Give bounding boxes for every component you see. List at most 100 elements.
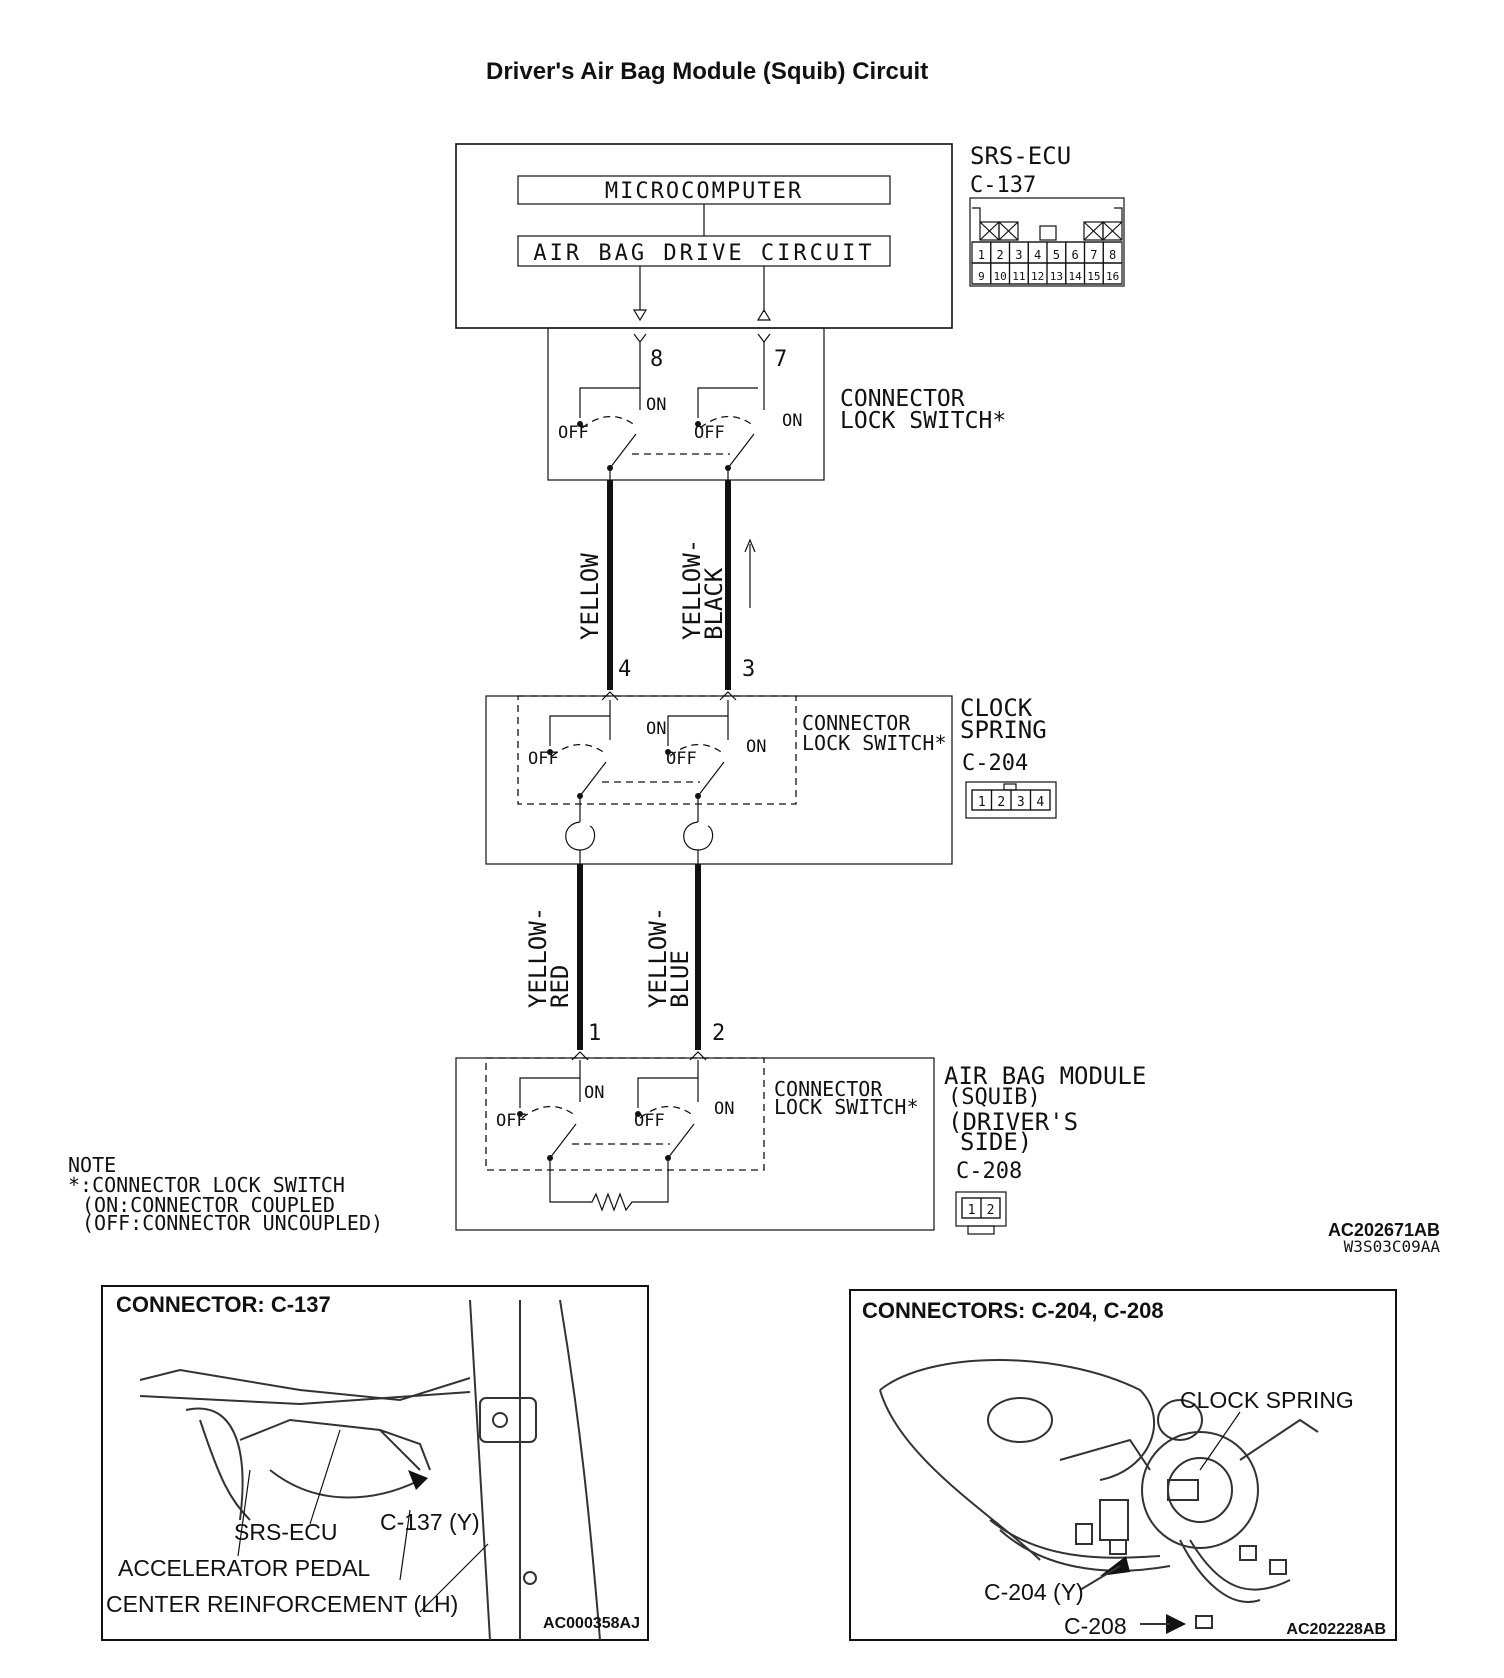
ecu-switch-on-left: ON [646,395,666,415]
air-bag-module-name-2: (SQUIB) [948,1085,1041,1110]
wire-label-yellow-blue-1: YELLOW- [644,907,672,1008]
c137-label-accelerator-pedal: ACCELERATOR PEDAL [118,1555,370,1581]
c137-top-pin-7: 7 [1090,248,1097,262]
c204-pin-4: 4 [1036,795,1044,810]
wire-label-yellow-black-2: BLACK [700,567,728,640]
squib-switch-on-right: ON [714,1099,734,1119]
terminal-8: 8 [650,347,663,372]
clock-spring-lock-switch [546,715,729,800]
squib-switch-off-left: OFF [496,1111,527,1131]
page-title: Driver's Air Bag Module (Squib) Circuit [486,58,928,85]
c204-c208-panel-code: AC202228AB [1286,1621,1386,1638]
microcomputer-label: MICROCOMPUTER [605,179,803,204]
terminal-4: 4 [618,657,631,682]
srs-ecu-name: SRS-ECU [970,142,1071,170]
cs-switch-off-right: OFF [666,749,697,769]
clock-spring-coil-right [683,821,714,851]
c137-top-pin-8: 8 [1109,248,1116,262]
c137-bottom-pin-11: 11 [1012,270,1025,283]
air-bag-module-connector-id: C-208 [956,1159,1022,1184]
squib-lock-switch-label-1: CONNECTOR [774,1077,883,1101]
terminal-3: 3 [742,657,755,682]
squib-switch-off-right: OFF [634,1111,665,1131]
clock-spring-name-1: CLOCK [960,694,1033,722]
cs-switch-on-right: ON [746,737,766,757]
wire-label-yellow-red-2: RED [546,965,574,1008]
c137-top-pin-3: 3 [1015,248,1022,262]
terminal-1: 1 [588,1021,601,1046]
ecu-lock-switch-label-2: LOCK SWITCH* [840,408,1006,434]
ecu-lock-switch [576,387,759,472]
c137-label-srs-ecu: SRS-ECU [234,1519,338,1545]
label-c208: C-208 [1064,1613,1127,1639]
c204-pin-1: 1 [978,795,986,810]
c137-bottom-pin-13: 13 [1050,270,1063,283]
clock-spring-name-2: SPRING [960,716,1047,744]
note-line-1: *:CONNECTOR LOCK SWITCH [68,1173,345,1197]
c137-panel-code: AC000358AJ [543,1615,640,1632]
connectors-c204-c208-panel [849,1289,1397,1641]
cs-lock-switch-label-2: LOCK SWITCH* [802,731,947,755]
squib-lock-switch [516,1077,699,1162]
ecu-lock-switch-label-1: CONNECTOR [840,386,965,412]
c137-bottom-pin-10: 10 [994,270,1007,283]
squib-lock-switch-label-2: LOCK SWITCH* [774,1095,919,1119]
terminal-2: 2 [712,1021,725,1046]
c137-top-pin-5: 5 [1053,248,1060,262]
note-line-3: (OFF:CONNECTOR UNCOUPLED) [82,1211,383,1235]
wire-label-yellow-black-1: YELLOW- [678,539,706,640]
air-bag-module-name-4: SIDE) [960,1128,1032,1156]
note-heading: NOTE [68,1153,116,1177]
connector-c137-panel [101,1285,649,1641]
c137-bottom-pin-16: 16 [1106,270,1119,283]
c137-bottom-cell [1102,262,1123,285]
squib-switch-on-left: ON [584,1083,604,1103]
ecu-switch-off-right: OFF [694,423,725,443]
c137-top-pin-4: 4 [1034,248,1041,262]
c208-cell [980,1197,1001,1219]
c137-bottom-pin-9: 9 [978,270,985,283]
drive-circuit-box [517,235,891,267]
c137-top-pin-6: 6 [1072,248,1079,262]
wire-label-yellow: YELLOW [576,553,604,640]
wire-label-yellow-blue-2: BLUE [666,950,694,1008]
c137-location-illustration [139,1299,601,1641]
note-line-2: (ON:CONNECTOR COUPLED [82,1193,335,1217]
c137-label-center-reinforcement: CENTER REINFORCEMENT (LH) [106,1591,458,1617]
drive-circuit-label: AIR BAG DRIVE CIRCUIT [533,241,874,266]
clock-spring-connector-id: C-204 [962,751,1028,776]
c204-cell [1029,789,1051,811]
cs-switch-on-left: ON [646,719,666,739]
c137-panel-title: CONNECTOR: C-137 [116,1292,331,1317]
diagram-code: AC202671AB [1328,1220,1440,1240]
c204-c208-panel-title: CONNECTORS: C-204, C-208 [862,1298,1164,1323]
ecu-switch-off-left: OFF [558,423,589,443]
cs-switch-off-left: OFF [528,749,559,769]
label-clock-spring: CLOCK SPRING [1180,1387,1354,1413]
clock-spring-box [485,695,953,865]
srs-ecu-connector-id: C-137 [970,173,1036,198]
c204-pin-2: 2 [997,795,1005,810]
c137-top-pin-1: 1 [978,248,985,262]
c208-pin-1: 1 [968,1203,976,1218]
c204-pin-3: 3 [1017,795,1025,810]
squib-resistor [549,1158,669,1212]
air-bag-module-name-3: (DRIVER'S [948,1108,1078,1136]
c137-label-connector: C-137 (Y) [380,1509,480,1535]
c137-bottom-pin-15: 15 [1087,270,1100,283]
diagram-sub-code: W3S03C09AA [1344,1237,1441,1256]
air-bag-module-name-1: AIR BAG MODULE [944,1062,1146,1090]
clock-spring-coil-left [565,821,596,851]
c204-c208-location-illustration [879,1359,1319,1634]
label-c204: C-204 (Y) [984,1579,1084,1605]
c208-pin-2: 2 [987,1203,995,1218]
ecu-switch-on-right: ON [782,411,802,431]
c137-bottom-pin-14: 14 [1069,270,1083,283]
cs-lock-switch-label-1: CONNECTOR [802,711,911,735]
wire-label-yellow-red-1: YELLOW- [524,907,552,1008]
c137-bottom-pin-12: 12 [1031,270,1044,283]
